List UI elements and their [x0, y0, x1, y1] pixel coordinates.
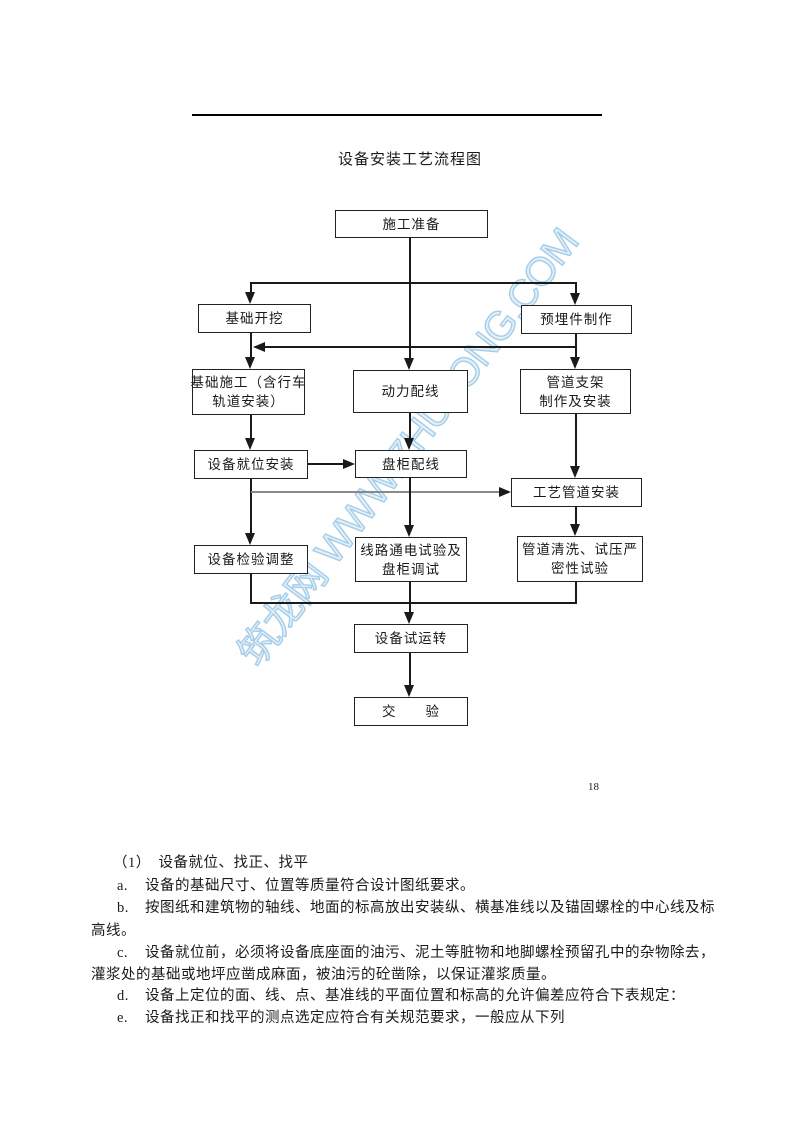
flow-node-label: 密性试验 — [551, 561, 609, 576]
connector-line — [250, 479, 252, 533]
arrow-down-icon — [404, 685, 414, 697]
connector-line — [575, 414, 577, 466]
connector-line — [250, 574, 252, 604]
flowchart-title: 设备安装工艺流程图 — [338, 152, 483, 168]
flow-node-label: 施工准备 — [382, 216, 441, 232]
flow-node-label: 盘柜调试 — [382, 561, 440, 577]
arrow-down-icon — [570, 293, 580, 305]
connector-line — [409, 413, 411, 438]
connector-line — [409, 238, 411, 358]
flow-node-embedded-parts: 预埋件制作 — [521, 305, 632, 334]
arrow-down-icon — [570, 357, 580, 369]
page-number: 18 — [588, 781, 599, 793]
item-text: 设备上定位的面、线、点、基准线的平面位置和标高的允许偏差应符合下表规定： — [145, 988, 685, 1004]
arrow-down-icon — [404, 525, 414, 537]
connector-line — [250, 283, 252, 293]
flow-node-label: 制作及安装 — [539, 393, 612, 409]
body-item-a: a. 设备的基础尺寸、位置等质量符合设计图纸要求。 — [117, 874, 475, 895]
connector-line — [308, 463, 343, 465]
flow-node-power-wiring: 动力配线 — [353, 370, 468, 413]
flow-node-label: 设备检验调整 — [207, 552, 295, 567]
arrow-down-icon — [404, 612, 414, 624]
flow-node-panel-wiring: 盘柜配线 — [355, 450, 467, 478]
flow-node-label: 基础开挖 — [225, 311, 284, 326]
flow-node-foundation: 基础施工（含行车 轨道安装） — [190, 369, 307, 415]
flow-node-excavation: 基础开挖 — [198, 304, 311, 333]
flow-node-label: 基础施工（含行车 — [190, 375, 307, 390]
arrow-down-icon — [404, 358, 414, 370]
flow-node-line-test: 线路通电试验及 盘柜调试 — [355, 537, 467, 582]
arrow-down-icon — [245, 292, 255, 304]
flow-node-trial-run: 设备试运转 — [354, 624, 468, 653]
item-label: b. — [117, 900, 129, 916]
flow-node-label: 动力配线 — [381, 384, 440, 399]
item-text: 按图纸和建筑物的轴线、地面的标高放出安装纵、横基准线以及锚固螺栓的中心线及标 — [145, 900, 715, 916]
flow-node-label: 线路通电试验及 — [360, 542, 462, 558]
connector-line — [575, 507, 577, 524]
arrow-right-icon — [499, 487, 511, 497]
connector-line — [250, 602, 577, 604]
item-label: c. — [117, 945, 129, 961]
body-item-b: b. 按图纸和建筑物的轴线、地面的标高放出安装纵、横基准线以及锚固螺栓的中心线及标 — [117, 896, 715, 917]
connector-line — [250, 282, 577, 284]
flow-node-label: 设备就位安装 — [207, 457, 295, 472]
flow-node-label: 管道支架 — [546, 374, 605, 390]
flow-node-pipe-install: 工艺管道安装 — [511, 478, 642, 507]
body-item-c-cont: 灌浆处的基础或地坪应凿成麻面，被油污的砼凿除，以保证灌浆质量。 — [91, 967, 556, 983]
arrow-down-icon — [404, 438, 414, 450]
body-heading: （1） 设备就位、找正、找平 — [113, 855, 309, 871]
connector-line — [409, 478, 411, 525]
arrow-down-icon — [570, 466, 580, 478]
header-rule — [192, 114, 602, 116]
flow-node-pipe-test: 管道清洗、试压严 密性试验 — [517, 536, 643, 582]
flow-node-label: 预埋件制作 — [540, 312, 613, 327]
flow-node-label: 交 验 — [382, 704, 440, 719]
arrow-down-icon — [245, 533, 255, 545]
item-label: d. — [117, 988, 129, 1004]
arrow-down-icon — [245, 357, 255, 369]
connector-line — [250, 333, 252, 357]
flow-node-label: 管道清洗、试压严 — [522, 542, 638, 557]
arrow-right-icon — [343, 459, 355, 469]
body-item-e: e. 设备找正和找平的测点选定应符合有关规范要求，一般应从下列 — [117, 1006, 565, 1027]
connector-line — [575, 334, 577, 357]
item-text: 设备就位前，必须将设备底座面的油污、泥土等脏物和地脚螺栓预留孔中的杂物除去， — [145, 945, 715, 961]
connector-line — [575, 283, 577, 294]
item-text: 设备的基础尺寸、位置等质量符合设计图纸要求。 — [145, 878, 475, 894]
connector-line — [250, 415, 252, 438]
flow-node-label: 轨道安装） — [212, 394, 285, 409]
body-item-c: c. 设备就位前，必须将设备底座面的油污、泥土等脏物和地脚螺栓预留孔中的杂物除去， — [117, 941, 715, 962]
connector-line — [251, 491, 499, 493]
flow-node-inspection: 设备检验调整 — [194, 545, 308, 574]
flow-node-label: 盘柜配线 — [382, 456, 440, 472]
item-label: e. — [117, 1010, 129, 1026]
flow-node-pipe-support: 管道支架 制作及安装 — [520, 369, 631, 414]
arrow-down-icon — [570, 524, 580, 536]
flow-node-label: 设备试运转 — [374, 631, 448, 646]
body-item-d: d. 设备上定位的面、线、点、基准线的平面位置和标高的允许偏差应符合下表规定： — [117, 984, 685, 1005]
flow-node-acceptance: 交 验 — [354, 697, 468, 726]
arrow-left-icon — [253, 342, 265, 352]
flow-node-positioning: 设备就位安装 — [194, 450, 308, 479]
connector-line — [575, 582, 577, 604]
item-label: a. — [117, 878, 129, 894]
connector-line — [409, 582, 411, 612]
body-item-b-cont: 高线。 — [91, 923, 136, 939]
arrow-down-icon — [245, 438, 255, 450]
item-text: 设备找正和找平的测点选定应符合有关规范要求，一般应从下列 — [145, 1010, 565, 1026]
connector-line — [409, 653, 411, 685]
flow-node-label: 工艺管道安装 — [533, 485, 620, 500]
flow-node-prep: 施工准备 — [335, 210, 488, 238]
connector-line — [255, 346, 576, 348]
